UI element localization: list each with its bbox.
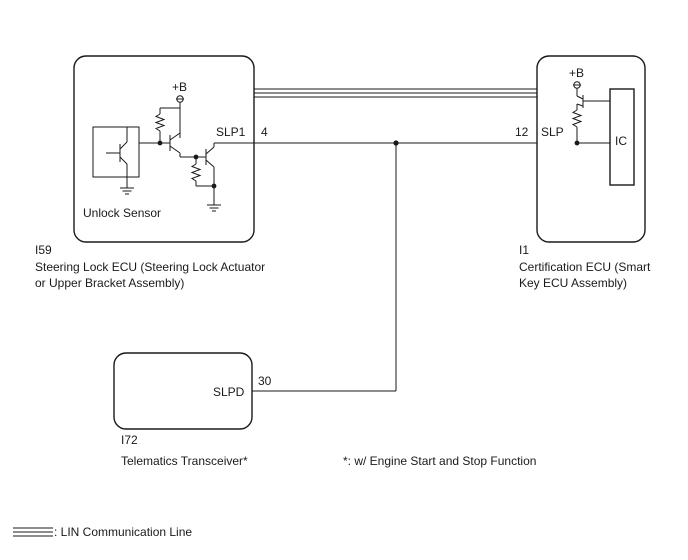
steering-lock-ecu: +B xyxy=(73,55,255,243)
transistor-1 xyxy=(169,130,181,157)
bias-resistor xyxy=(190,157,214,187)
pull-up-resistor xyxy=(154,108,166,143)
transistor-3 xyxy=(576,95,610,110)
lin-line-legend-icon xyxy=(13,527,53,537)
legend: : LIN Communication Line xyxy=(13,525,192,539)
certification-power-label: +B xyxy=(569,66,584,80)
telematics-code: I72 xyxy=(121,433,138,447)
certification-pin-name: SLP xyxy=(541,125,564,139)
ground-icon xyxy=(120,187,134,195)
unlock-sensor-box xyxy=(92,126,140,178)
ground-icon xyxy=(207,204,221,212)
steering-ecu-name-line2: or Upper Bracket Assembly) xyxy=(35,276,184,290)
steering-ecu-name-line1: Steering Lock ECU (Steering Lock Actuato… xyxy=(35,260,265,274)
unlock-sensor xyxy=(92,126,140,195)
steering-pin-name: SLP1 xyxy=(216,125,246,139)
steering-lock-ecu-box xyxy=(73,55,255,243)
telematics-pin-number: 30 xyxy=(258,374,272,388)
steering-pin-number: 4 xyxy=(261,125,268,139)
telematics-transceiver: SLPD xyxy=(113,352,253,430)
lin-communication-line xyxy=(254,88,537,98)
pull-up-resistor xyxy=(571,109,583,143)
footnote: *: w/ Engine Start and Stop Function xyxy=(343,454,536,468)
telematics-name: Telematics Transceiver* xyxy=(121,454,248,468)
telematics-box xyxy=(113,352,253,430)
power-terminal-icon xyxy=(176,95,184,108)
ic-block xyxy=(609,88,635,186)
telematics-pin-name: SLPD xyxy=(213,385,245,399)
transistor-2 xyxy=(205,143,215,205)
power-terminal-icon xyxy=(573,81,581,96)
steering-ecu-code: I59 xyxy=(35,243,52,257)
slp-signal-wire xyxy=(252,140,537,392)
certification-ecu-name-line1: Certification ECU (Smart xyxy=(519,260,651,274)
steering-power-label: +B xyxy=(172,80,187,94)
ic-label: IC xyxy=(615,134,627,148)
unlock-sensor-label: Unlock Sensor xyxy=(83,206,161,220)
certification-ecu-code: I1 xyxy=(519,243,529,257)
certification-pin-number: 12 xyxy=(515,125,529,139)
certification-ecu: +B IC SLP xyxy=(536,55,646,243)
certification-ecu-name-line2: Key ECU Assembly) xyxy=(519,276,627,290)
legend-label: : LIN Communication Line xyxy=(54,525,192,539)
